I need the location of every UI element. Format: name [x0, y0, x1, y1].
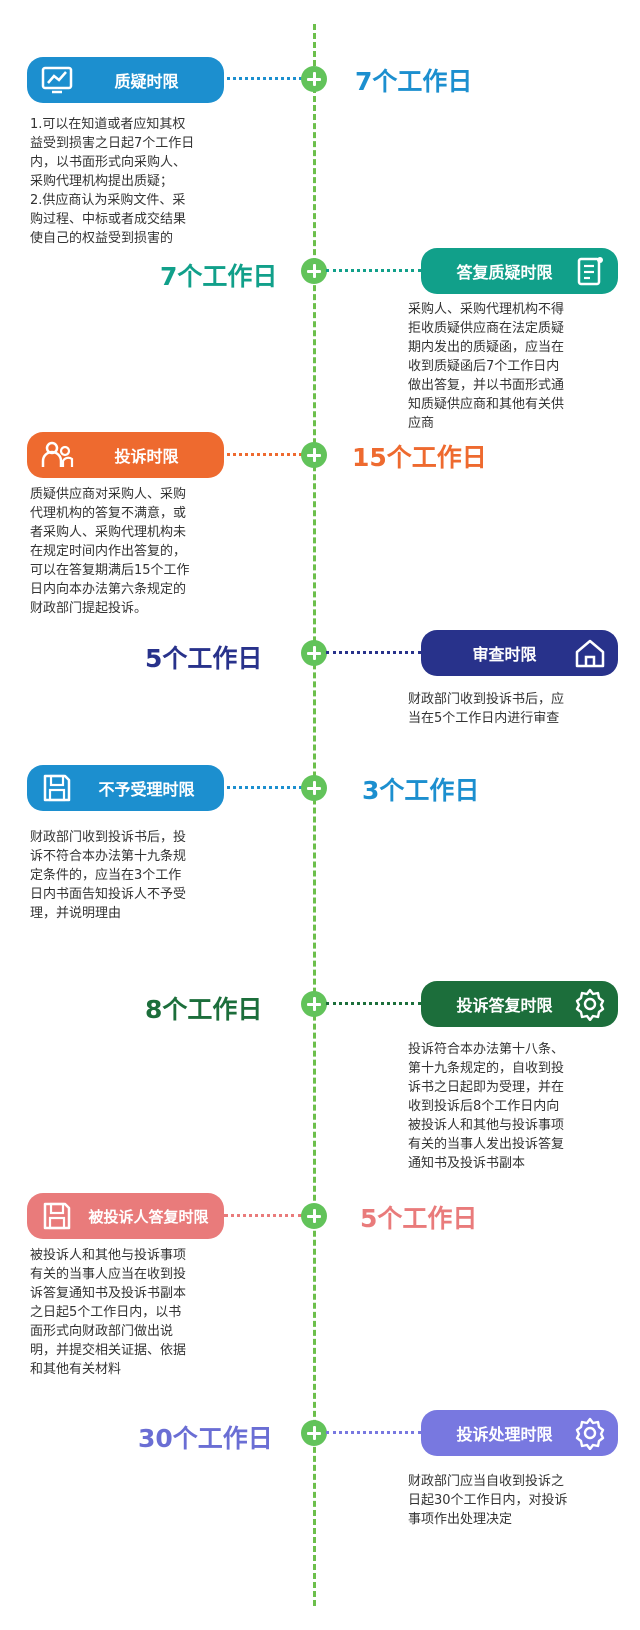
step-description: 采购人、采购代理机构不得 拒收质疑供应商在法定质疑 期内发出的质疑函，应当在 收… [408, 302, 565, 431]
step-description: 财政部门应当自收到投诉之 日起30个工作日内，对投诉 事项作出处理决定 [408, 1474, 568, 1527]
connector [326, 651, 421, 654]
step-duration: 8个工作日 [145, 995, 263, 1024]
step-description: 投诉符合本办法第十八条、 第十九条规定的，自收到投 诉书之日起即为受理，并在 收… [408, 1042, 565, 1171]
step-duration: 30个工作日 [138, 1424, 273, 1453]
step-label: 质疑时限 [114, 72, 179, 91]
floppy-icon [37, 768, 77, 808]
timeline-node-plus-icon [301, 775, 327, 801]
floppy-icon [37, 1196, 77, 1236]
step-label-pill: 投诉答复时限 [421, 981, 618, 1027]
step-duration: 3个工作日 [362, 776, 480, 805]
step-duration: 7个工作日 [355, 67, 473, 96]
connector [224, 1214, 302, 1217]
timeline-spine [313, 24, 316, 1606]
document-icon [570, 251, 610, 291]
timeline-node-plus-icon [301, 258, 327, 284]
connector [216, 786, 302, 789]
connector [216, 453, 302, 456]
timeline-node-plus-icon [301, 640, 327, 666]
step-label: 不予受理时限 [98, 780, 195, 799]
step-label-pill: 审查时限 [421, 630, 618, 676]
step-label: 投诉处理时限 [456, 1425, 553, 1444]
timeline-node-plus-icon [301, 442, 327, 468]
step-label-pill: 投诉时限 [27, 432, 224, 478]
step-label: 被投诉人答复时限 [88, 1207, 209, 1226]
step-label: 审查时限 [472, 645, 537, 664]
timeline-node-plus-icon [301, 991, 327, 1017]
step-duration: 5个工作日 [145, 644, 263, 673]
step-label-pill: 质疑时限 [27, 57, 224, 103]
home-icon [570, 633, 610, 673]
step-duration: 5个工作日 [360, 1204, 478, 1233]
step-label-pill: 投诉处理时限 [421, 1410, 618, 1456]
step-duration: 15个工作日 [352, 443, 487, 472]
step-description: 质疑供应商对采购人、采购 代理机构的答复不满意，或 者采购人、采购代理机构未 在… [30, 487, 190, 616]
step-label-pill: 被投诉人答复时限 [27, 1193, 224, 1239]
step-description: 被投诉人和其他与投诉事项 有关的当事人应当在收到投 诉答复通知书及投诉书副本 之… [30, 1248, 187, 1377]
timeline-node-plus-icon [301, 1420, 327, 1446]
connector [216, 77, 302, 80]
chart-monitor-icon [37, 60, 77, 100]
step-label-pill: 答复质疑时限 [421, 248, 618, 294]
step-label: 投诉答复时限 [456, 996, 553, 1015]
step-description: 财政部门收到投诉书后，投 诉不符合本办法第十九条规 定条件的，应当在3个工作 日… [30, 830, 187, 921]
step-label-pill: 不予受理时限 [27, 765, 224, 811]
connector [326, 269, 421, 272]
step-description: 财政部门收到投诉书后，应 当在5个工作日内进行审查 [408, 692, 565, 726]
timeline-node-plus-icon [301, 66, 327, 92]
people-icon [37, 435, 77, 475]
gear-icon [570, 1413, 610, 1453]
step-description: 1.可以在知道或者应知其权 益受到损害之日起7个工作日 内，以书面形式向采购人、… [30, 117, 195, 246]
connector [326, 1431, 421, 1434]
connector [326, 1002, 421, 1005]
step-duration: 7个工作日 [160, 262, 278, 291]
step-label: 答复质疑时限 [456, 263, 553, 282]
timeline-node-plus-icon [301, 1203, 327, 1229]
step-label: 投诉时限 [114, 447, 179, 466]
gear-icon [570, 984, 610, 1024]
